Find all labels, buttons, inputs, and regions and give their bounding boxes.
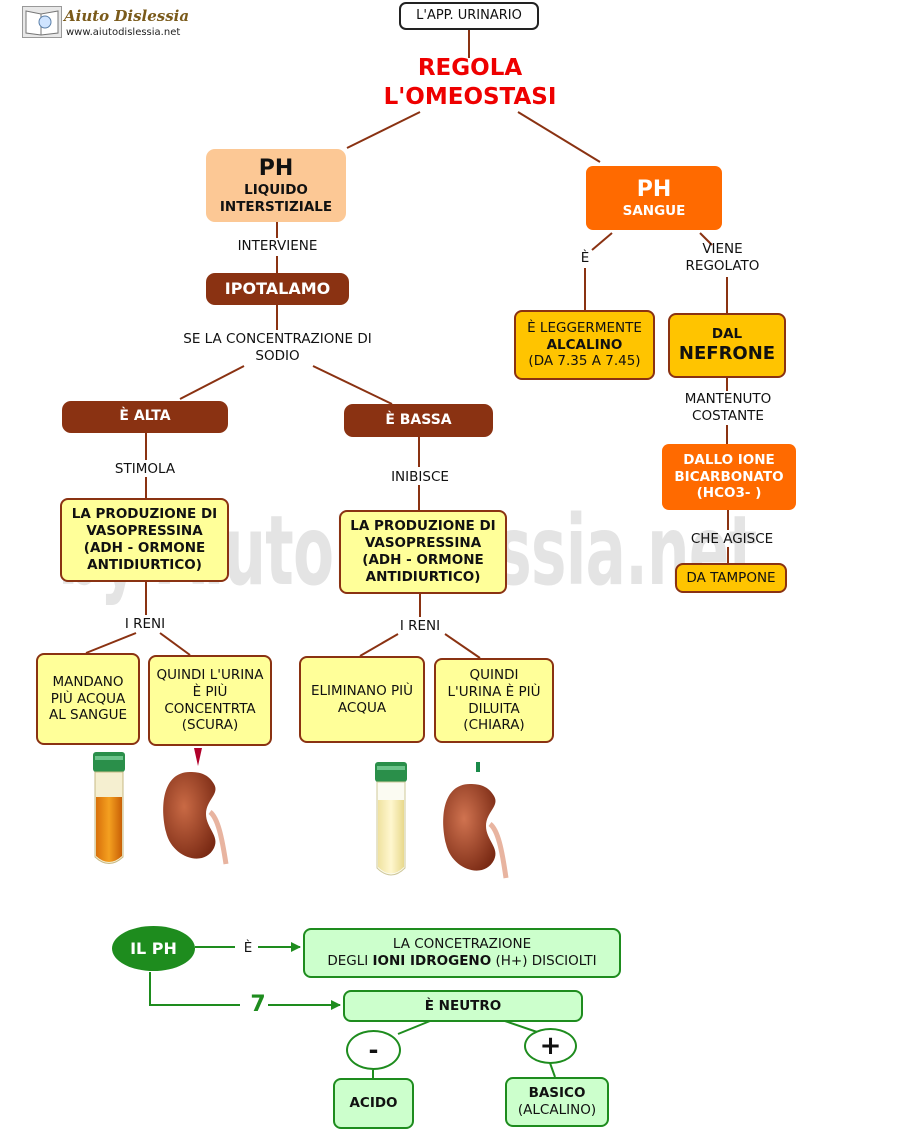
ph-liquido-sub: LIQUIDO INTERSTIZIALE (219, 182, 333, 216)
link-mantenuto: MANTENUTO COSTANTE (684, 391, 772, 424)
title-line-2: L'OMEOSTASI (383, 84, 557, 110)
site-logo[interactable]: Aiuto Dislessia www.aiutodislessia.net (22, 6, 189, 40)
nefrone-line-1: DAL (711, 325, 743, 342)
concentrata-box: QUINDI L'URINA È PIÙ CONCENTRTA (SCURA) (148, 655, 272, 746)
ph-sangue-title: PH (636, 176, 672, 202)
link-concentrazione: SE LA CONCENTRAZIONE DI SODIO (183, 331, 372, 364)
link-inibisce: INIBISCE (391, 469, 449, 485)
logo-name: Aiuto Dislessia (64, 7, 190, 25)
title-line-1: REGOLA (417, 55, 523, 81)
light-urine-tube-image (375, 762, 407, 876)
produzione-alta-box: LA PRODUZIONE DI VASOPRESSINA (ADH - ORM… (60, 498, 229, 582)
ph-sangue-sub: SANGUE (622, 203, 686, 220)
acido-box: ACIDO (333, 1078, 414, 1129)
ph-sangue-box: PH SANGUE (586, 166, 722, 230)
alcalino-line-2: ALCALINO (546, 336, 623, 353)
mandano-box: MANDANO PIÙ ACQUA AL SANGUE (36, 653, 140, 745)
link-reni-bassa: I RENI (399, 618, 441, 634)
diluita-box: QUINDI L'URINA È PIÙ DILUITA (CHIARA) (434, 658, 554, 743)
main-title: REGOLA L'OMEOSTASI (360, 54, 580, 112)
seven-label: 7 (250, 992, 266, 1017)
ipotalamo-box: IPOTALAMO (206, 273, 349, 305)
basico-line-2: (ALCALINO) (517, 1102, 597, 1118)
link-viene-regolato: VIENE REGOLATO (685, 241, 760, 274)
tampone-box: DA TAMPONE (675, 563, 787, 593)
ph-liquido-box: PH LIQUIDO INTERSTIZIALE (206, 149, 346, 222)
dark-urine-tube-image (93, 752, 125, 864)
concentrazione-line-1: LA CONCETRAZIONE (392, 936, 532, 953)
plus-node: + (524, 1028, 577, 1064)
concentrazione-pre: DEGLI (327, 953, 369, 969)
bassa-box: È BASSA (344, 404, 493, 437)
basico-box: BASICO (ALCALINO) (505, 1077, 609, 1127)
book-icon (22, 6, 62, 38)
neutro-box: È NEUTRO (343, 990, 583, 1022)
link-interviene: INTERVIENE (237, 238, 318, 254)
ph-liquido-title: PH (258, 155, 294, 181)
link-e-bottom: È (243, 940, 253, 956)
concentrazione-box: LA CONCETRAZIONE DEGLI IONI IDROGENO (H+… (303, 928, 621, 978)
il-ph-node: IL PH (112, 926, 195, 971)
concentrazione-post: (H+) DISCIOLTI (495, 953, 597, 969)
kidney-light-image (443, 762, 509, 879)
concentrazione-bold: IONI IDROGENO (372, 953, 492, 969)
alcalino-line-1: È LEGGERMENTE (527, 319, 642, 336)
link-stimola: STIMOLA (114, 461, 176, 477)
produzione-bassa-box: LA PRODUZIONE DI VASOPRESSINA (ADH - ORM… (339, 510, 507, 594)
ione-box: DALLO IONE BICARBONATO (HCO3- ) (662, 444, 796, 510)
alta-box: È ALTA (62, 401, 228, 433)
kidney-dark-image (163, 748, 229, 865)
nefrone-line-2: NEFRONE (678, 342, 776, 364)
link-agisce: CHE AGISCE (690, 531, 774, 547)
minus-node: - (346, 1030, 401, 1070)
basico-line-1: BASICO (528, 1085, 586, 1102)
eliminano-box: ELIMINANO PIÙ ACQUA (299, 656, 425, 743)
link-e: È (580, 250, 590, 266)
alcalino-box: È LEGGERMENTE ALCALINO (DA 7.35 A 7.45) (514, 310, 655, 380)
concentrazione-line-2: DEGLI IONI IDROGENO (H+) DISCIOLTI (327, 953, 596, 970)
link-reni-alta: I RENI (124, 616, 166, 632)
alcalino-line-3: (DA 7.35 A 7.45) (528, 353, 641, 370)
nefrone-box: DAL NEFRONE (668, 313, 786, 378)
logo-url: www.aiutodislessia.net (66, 27, 181, 38)
app-urinario-box: L'APP. URINARIO (399, 2, 539, 30)
